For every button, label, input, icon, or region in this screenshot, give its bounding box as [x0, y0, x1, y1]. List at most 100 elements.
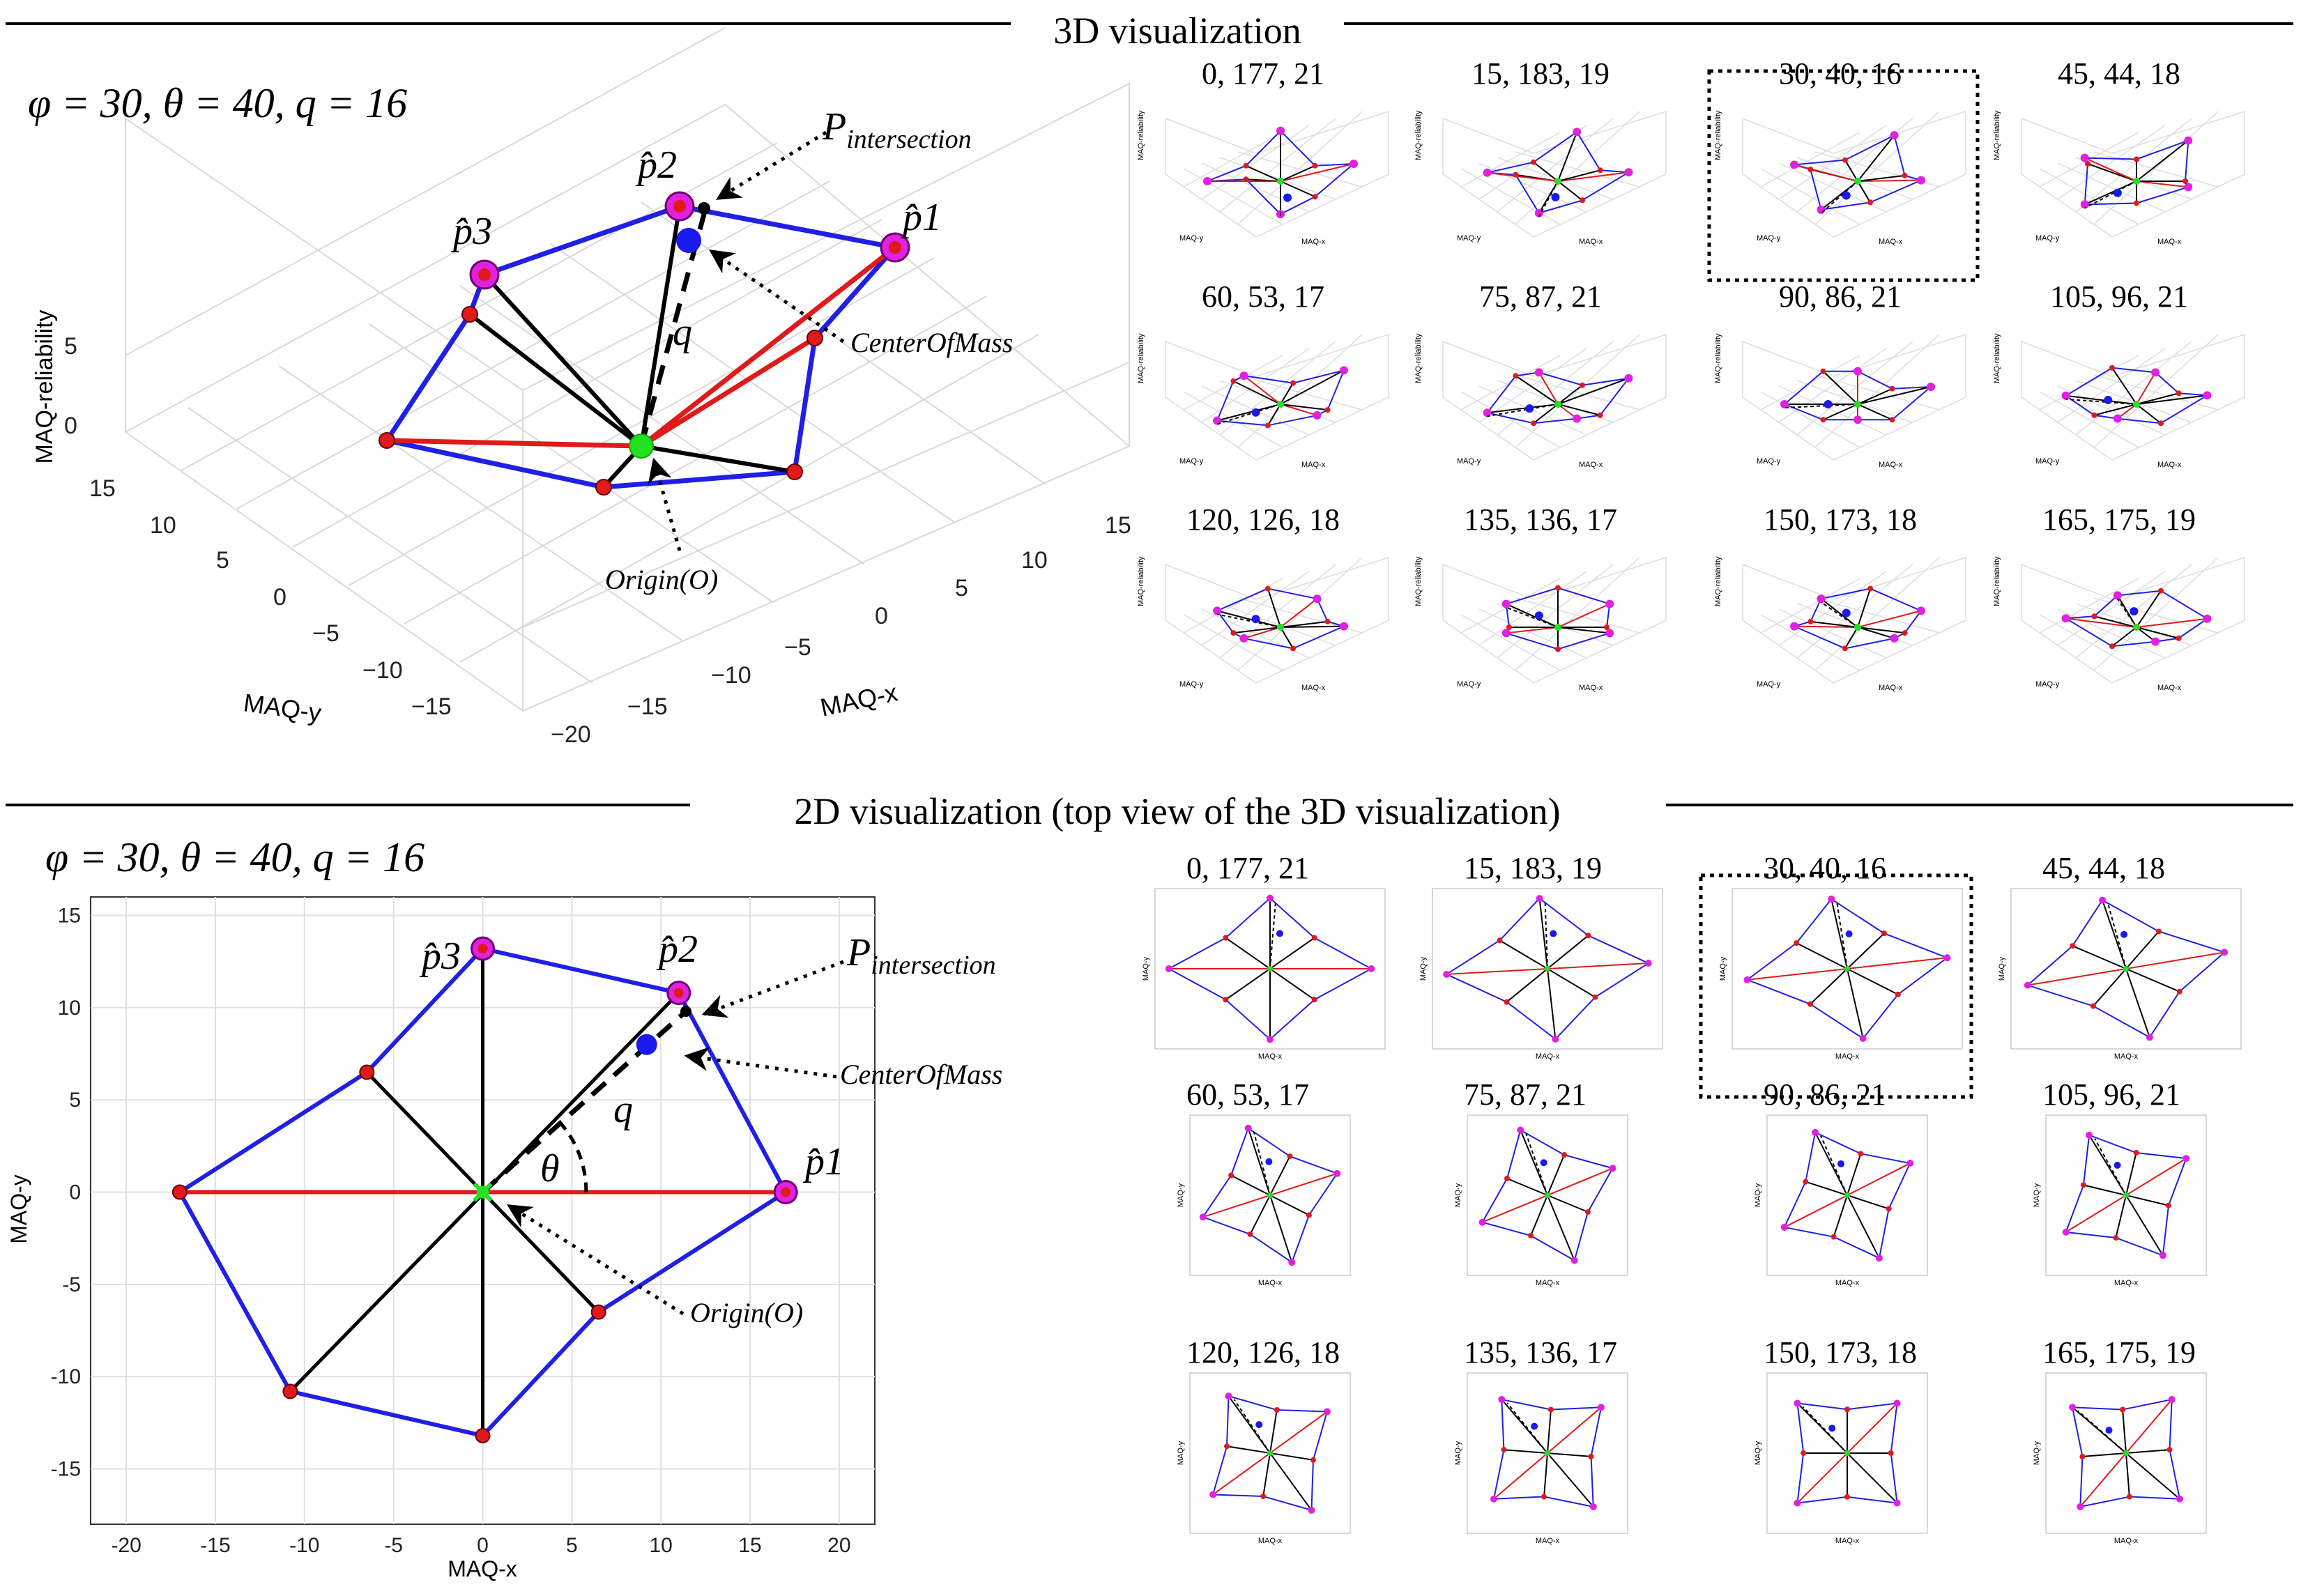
x-tick-label: 10: [649, 1534, 672, 1557]
thumb-vertex: [2069, 1404, 2077, 1411]
thumb-origin: [2133, 178, 2140, 185]
thumb-z-label: MAQ-reliability: [1137, 556, 1145, 606]
thumb-2d-label: 165, 175, 19: [2042, 1335, 2196, 1369]
thumb-com: [1255, 1421, 1263, 1429]
thumb-vertex: [1597, 167, 1603, 174]
thumb-vertex: [2109, 643, 2115, 650]
thumb-spoke: [1280, 598, 1318, 628]
thumb-vertex: [1604, 624, 1610, 630]
main-3d-plot: φ = 30, θ = 40, q = 16 5 0: [28, 27, 1131, 748]
thumb-spoke: [2136, 394, 2208, 405]
thumb-vertex: [1290, 645, 1297, 652]
thumb-hull: [2063, 590, 2209, 647]
thumb-vertex: [1916, 606, 1925, 615]
thumb-vertex: [1324, 407, 1331, 413]
main3d-ticks: 5 0 15 10 5 0 −5 −10 −15 −20 15 10 5 0 −…: [64, 333, 1131, 748]
thumb-y-label: MAQ-y: [1454, 1441, 1462, 1465]
thumb-com: [2104, 395, 2113, 404]
thumb-vertex: [1807, 167, 1814, 173]
thumb-com: [1251, 615, 1260, 624]
thumb-2d-box: [1189, 1372, 1351, 1534]
thumb-vertex: [1534, 368, 1543, 377]
thumb-z-label: MAQ-reliability: [1414, 556, 1423, 606]
thumb-vertex: [1828, 896, 1835, 903]
thumb-vertex: [1555, 646, 1561, 652]
thumb-2d-label: 135, 136, 17: [1464, 1335, 1617, 1369]
top-section-title: 3D visualization: [1053, 10, 1301, 52]
thumb-vertex: [1844, 1406, 1850, 1413]
thumb-com: [1828, 1425, 1836, 1432]
thumb-x-label: MAQ-x: [1835, 1537, 1860, 1545]
thumb-origin: [1545, 966, 1550, 972]
thumb-y-label: MAQ-y: [1142, 956, 1150, 981]
main3d-vertices: [379, 191, 910, 496]
main3d-y-tick: −15: [411, 693, 452, 720]
thumb-2d-box: [2045, 1114, 2207, 1276]
thumb-x-label: MAQ-x: [1301, 238, 1326, 246]
thumb-x-label: MAQ-x: [1536, 1537, 1560, 1545]
thumb-origin: [2123, 966, 2129, 972]
main3d-red-line: [386, 438, 642, 449]
thumb-y-label: MAQ-y: [1757, 234, 1781, 243]
thumb-q-line: [2084, 181, 2137, 209]
thumb-spoke: [1232, 380, 1281, 405]
thumb-y-label: MAQ-y: [2033, 1441, 2041, 1465]
thumb-vertex: [1592, 994, 1598, 1000]
thumb-vertex: [1209, 1491, 1217, 1498]
thumb-vertex: [1497, 937, 1503, 944]
thumb-vertex: [2091, 613, 2097, 620]
thumb-vertex: [1498, 1396, 1506, 1404]
thumb-y-label: MAQ-y: [1754, 1441, 1762, 1465]
thumb-spoke: [1557, 377, 1629, 405]
thumb-spoke: [2094, 615, 2137, 628]
thumb-q-line: [1269, 901, 1276, 969]
thumb-vertex: [1561, 1152, 1568, 1158]
thumb-3d-label: 0, 177, 21: [1202, 56, 1324, 91]
thumb-vertex: [1350, 160, 1358, 168]
thumb-spoke: [1533, 404, 1559, 424]
main3d-y-tick: 5: [216, 547, 229, 574]
q-label-2d: q: [613, 1088, 633, 1131]
thumb-q-line: [1216, 404, 1281, 425]
thumb-y-label: MAQ-y: [1179, 234, 1204, 243]
thumb-vertex: [1867, 199, 1874, 206]
main3d-grid: [125, 27, 1130, 712]
main3d-x-label: MAQ-x: [818, 677, 900, 721]
thumb-vertex: [1780, 400, 1789, 408]
main2d-labels: p̂1 p̂2 p̂3 q θ Pintersection: [419, 928, 996, 1190]
thumb-vertex: [1881, 930, 1887, 937]
thumb-x-label: MAQ-x: [2157, 238, 2182, 246]
thumb-vertex: [2176, 635, 2182, 641]
thumb-vertex: [2176, 988, 2182, 995]
thumb-origin: [1277, 624, 1284, 631]
thumb-vertex: [2166, 1202, 2172, 1208]
thumb-spoke: [2111, 627, 2137, 647]
thumb-vertex: [2086, 1131, 2093, 1139]
main3d-x-tick: −15: [627, 693, 668, 720]
thumb-vertex: [1555, 585, 1561, 591]
thumb-vertex: [1842, 157, 1848, 163]
thumb-vertex: [2091, 412, 2097, 418]
thumb-vertex: [1339, 622, 1348, 631]
thumb-spoke: [1267, 404, 1281, 426]
thumb-vertex: [1223, 997, 1229, 1003]
thumb-origin: [1844, 1192, 1850, 1198]
thumb-com: [2113, 1161, 2121, 1169]
thumb-spoke: [1243, 375, 1281, 405]
thumb-vertex: [1803, 1179, 1809, 1185]
thumb-origin: [1854, 401, 1861, 408]
thumb-y-label: MAQ-y: [1757, 457, 1781, 466]
thumb-3d-label: 60, 53, 17: [1202, 279, 1324, 314]
thumb-2d-label: 60, 53, 17: [1186, 1077, 1309, 1112]
vertex-point-2d: [282, 1383, 298, 1399]
thumb-spoke: [1280, 383, 1294, 405]
thumb-spoke: [1280, 163, 1354, 182]
